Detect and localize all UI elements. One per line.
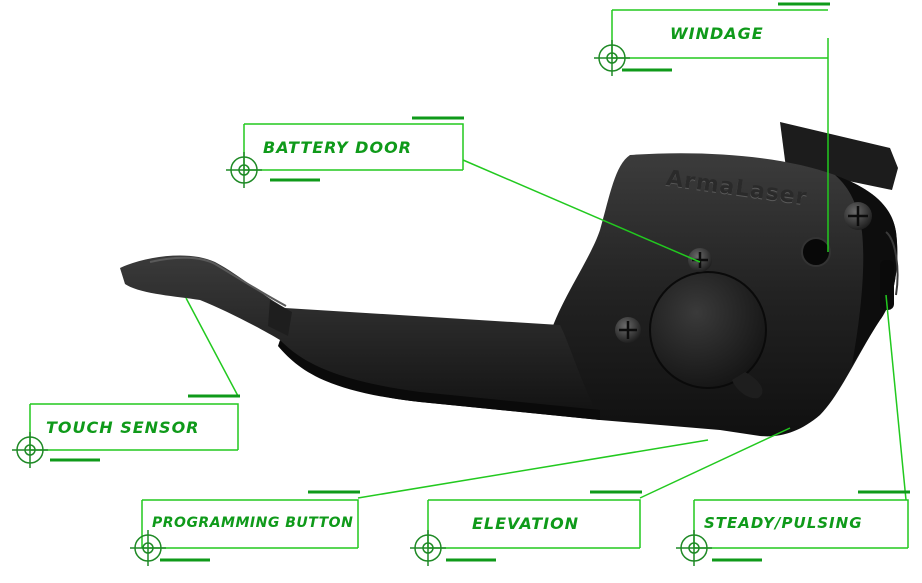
label-touch-sensor: TOUCH SENSOR (46, 418, 200, 437)
crosshair-icon-elevation (410, 530, 446, 566)
crosshair-icon-steady-pulsing (676, 530, 712, 566)
crosshair-icon-windage (594, 40, 630, 76)
crosshair-icons (12, 40, 712, 566)
crosshair-icon-touch-sensor (12, 432, 48, 468)
label-windage: WINDAGE (670, 24, 764, 43)
leader-lines (185, 38, 907, 501)
crosshair-icon-battery-door (226, 152, 262, 188)
label-elevation: ELEVATION (472, 514, 580, 533)
laser-device (120, 122, 899, 437)
label-programming-button: PROGRAMMING BUTTON (152, 515, 354, 531)
label-battery-door: BATTERY DOOR (263, 138, 412, 157)
crosshair-icon-programming-button (130, 530, 166, 566)
label-steady-pulsing: STEADY/PULSING (704, 514, 863, 532)
